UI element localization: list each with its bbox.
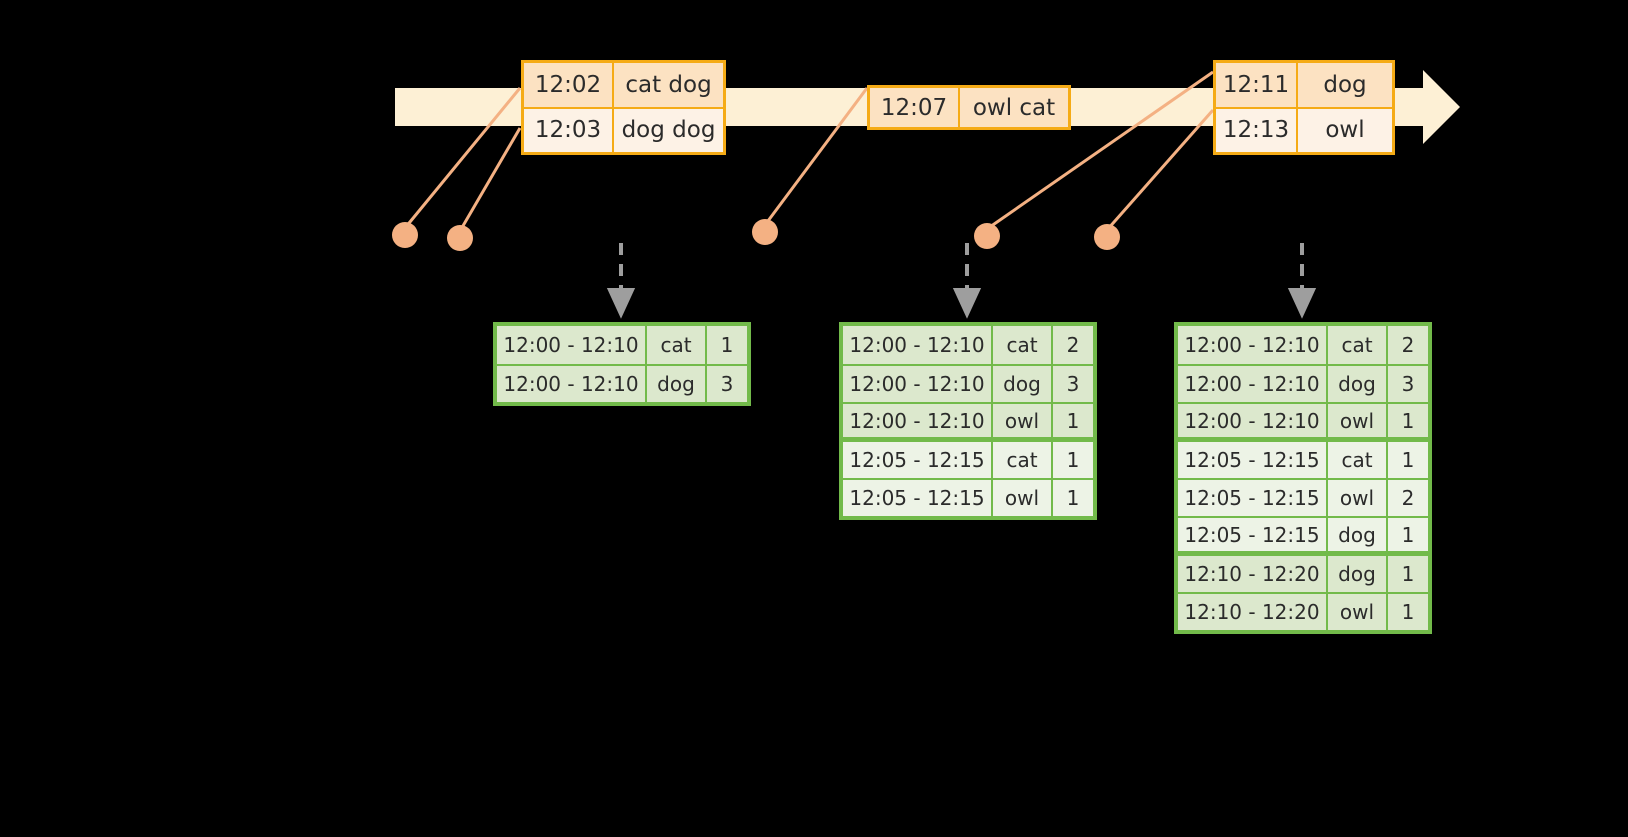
cell-count: 1 bbox=[1053, 442, 1093, 478]
cell-word: owl bbox=[1328, 480, 1388, 516]
cell-count: 1 bbox=[1388, 404, 1428, 437]
event-words: dog dog bbox=[614, 108, 723, 152]
event-time: 12:03 bbox=[524, 108, 614, 152]
event-row[interactable]: 12:07 owl cat bbox=[870, 88, 1068, 127]
event-time: 12:11 bbox=[1216, 63, 1298, 107]
cell-word: cat bbox=[1328, 326, 1388, 364]
event-dot bbox=[1094, 224, 1120, 250]
cell-word: cat bbox=[1328, 442, 1388, 478]
cell-word: dog bbox=[993, 366, 1053, 402]
cell-window: 12:00 - 12:10 bbox=[1178, 326, 1328, 364]
cell-window: 12:05 - 12:15 bbox=[843, 442, 993, 478]
cell-count: 1 bbox=[1388, 594, 1428, 630]
cell-word: dog bbox=[1328, 556, 1388, 592]
cell-count: 1 bbox=[707, 326, 747, 364]
event-time: 12:07 bbox=[870, 88, 960, 127]
cell-count: 3 bbox=[1053, 366, 1093, 402]
cell-word: owl bbox=[1328, 594, 1388, 630]
cell-count: 1 bbox=[1388, 556, 1428, 592]
event-group-3[interactable]: 12:11 dog 12:13 owl bbox=[1213, 60, 1395, 155]
cell-count: 3 bbox=[707, 366, 747, 402]
cell-window: 12:00 - 12:10 bbox=[1178, 366, 1328, 402]
event-group-1[interactable]: 12:02 cat dog 12:03 dog dog bbox=[521, 60, 726, 155]
cell-word: cat bbox=[647, 326, 707, 364]
cell-window: 12:00 - 12:10 bbox=[497, 326, 647, 364]
event-words: dog bbox=[1298, 63, 1392, 107]
cell-window: 12:10 - 12:20 bbox=[1178, 594, 1328, 630]
cell-window: 12:05 - 12:15 bbox=[843, 480, 993, 516]
cell-window: 12:00 - 12:10 bbox=[1178, 404, 1328, 437]
event-words: owl bbox=[1298, 108, 1392, 152]
cell-window: 12:00 - 12:10 bbox=[843, 366, 993, 402]
cell-window: 12:05 - 12:15 bbox=[1178, 480, 1328, 516]
cell-word: owl bbox=[1328, 404, 1388, 437]
event-time: 12:02 bbox=[524, 63, 614, 107]
cell-count: 1 bbox=[1388, 442, 1428, 478]
cell-count: 2 bbox=[1388, 326, 1428, 364]
cell-window: 12:05 - 12:15 bbox=[1178, 518, 1328, 551]
event-dot bbox=[392, 222, 418, 248]
cell-window: 12:00 - 12:10 bbox=[497, 366, 647, 402]
event-row[interactable]: 12:03 dog dog bbox=[524, 106, 723, 152]
event-dot bbox=[447, 225, 473, 251]
event-group-2[interactable]: 12:07 owl cat bbox=[867, 85, 1071, 130]
event-row[interactable]: 12:11 dog bbox=[1216, 63, 1392, 107]
cell-window: 12:00 - 12:10 bbox=[843, 404, 993, 437]
aggregate-arrows bbox=[606, 243, 1317, 319]
cell-word: cat bbox=[993, 326, 1053, 364]
event-row[interactable]: 12:13 owl bbox=[1216, 106, 1392, 152]
cell-count: 2 bbox=[1053, 326, 1093, 364]
event-time: 12:13 bbox=[1216, 108, 1298, 152]
cell-count: 2 bbox=[1388, 480, 1428, 516]
cell-word: dog bbox=[1328, 518, 1388, 551]
cell-word: owl bbox=[993, 404, 1053, 437]
cell-word: dog bbox=[1328, 366, 1388, 402]
event-words: owl cat bbox=[960, 88, 1068, 127]
cell-count: 3 bbox=[1388, 366, 1428, 402]
cell-count: 1 bbox=[1053, 480, 1093, 516]
event-row[interactable]: 12:02 cat dog bbox=[524, 63, 723, 107]
event-dot bbox=[752, 219, 778, 245]
cell-word: dog bbox=[647, 366, 707, 402]
event-words: cat dog bbox=[614, 63, 723, 107]
cell-word: owl bbox=[993, 480, 1053, 516]
cell-window: 12:00 - 12:10 bbox=[843, 326, 993, 364]
cell-window: 12:10 - 12:20 bbox=[1178, 556, 1328, 592]
cell-word: cat bbox=[993, 442, 1053, 478]
event-dot bbox=[974, 223, 1000, 249]
cell-count: 1 bbox=[1388, 518, 1428, 551]
cell-window: 12:05 - 12:15 bbox=[1178, 442, 1328, 478]
cell-count: 1 bbox=[1053, 404, 1093, 437]
